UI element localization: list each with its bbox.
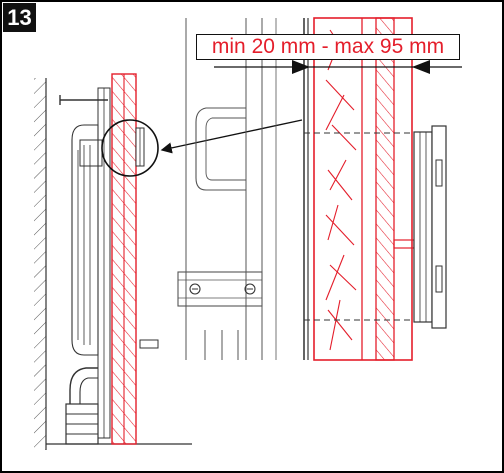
red-layer-outer [313, 17, 413, 361]
bolt-icon [189, 283, 201, 295]
flush-button-bottom [435, 265, 443, 293]
bolt-icon [244, 283, 256, 295]
dimension-label: min 20 mm - max 95 mm [196, 34, 460, 60]
overview-drawing [34, 73, 303, 450]
dimension-arrow-icon [412, 60, 430, 74]
cistern-lid [79, 139, 103, 167]
side-pipe [139, 339, 159, 349]
fiber-scribble [325, 29, 357, 351]
flush-plate-front [431, 125, 447, 329]
step-number-badge: 13 [3, 3, 36, 32]
dimension-arrow-icon [292, 60, 310, 74]
detail-drawing [177, 17, 462, 361]
cistern-fragment-inner [205, 117, 246, 181]
wall-hatch [34, 78, 46, 450]
arrow-left-icon [160, 119, 303, 154]
bracket [177, 271, 263, 307]
flush-button-top [435, 159, 443, 187]
cistern-body [71, 124, 99, 356]
detail-circle [101, 119, 159, 177]
drain-elbow-inner [79, 377, 98, 404]
drain-elbow [69, 367, 98, 404]
red-layer-hatch [375, 17, 395, 361]
connector [393, 239, 415, 249]
flush-plate [413, 131, 433, 323]
cistern-fragment [195, 107, 246, 191]
